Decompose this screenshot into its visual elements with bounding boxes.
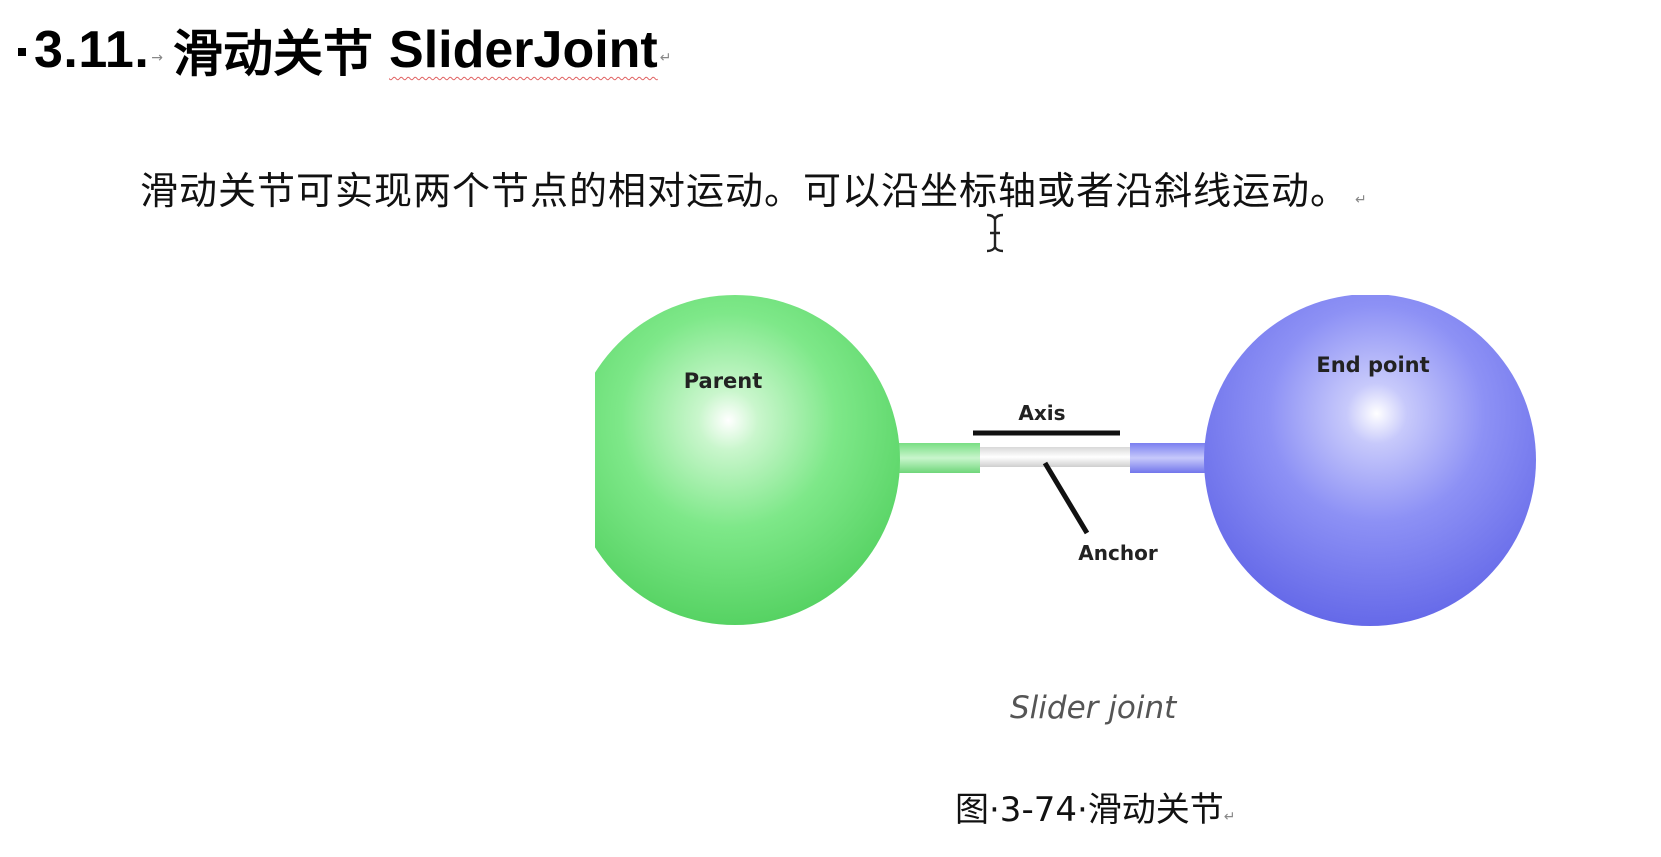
paragraph-mark: ↵ bbox=[1355, 192, 1368, 208]
section-title-english: SliderJoint bbox=[389, 21, 658, 79]
white-slider-rod bbox=[955, 447, 1135, 467]
axis-label: Axis bbox=[1018, 401, 1065, 425]
figure-caption-english: Slider joint bbox=[1010, 690, 1177, 726]
end-point-sphere bbox=[1204, 295, 1536, 626]
paragraph-mark: ↵ bbox=[1223, 809, 1236, 825]
anchor-label: Anchor bbox=[1078, 541, 1158, 565]
heading-bullet bbox=[18, 48, 26, 56]
text-cursor-icon bbox=[986, 213, 1004, 253]
body-paragraph[interactable]: 滑动关节可实现两个节点的相对运动。可以沿坐标轴或者沿斜线运动。 ↵ bbox=[140, 160, 1368, 215]
paragraph-text: 滑动关节可实现两个节点的相对运动。可以沿坐标轴或者沿斜线运动。 bbox=[140, 169, 1350, 213]
section-heading: 3.11. → 滑动关节 SliderJoint ↵ bbox=[18, 10, 681, 90]
figure-caption-text: 图·3-74·滑动关节 bbox=[955, 790, 1224, 830]
section-title-chinese: 滑动关节 bbox=[173, 25, 374, 83]
anchor-pointer-line bbox=[1042, 461, 1090, 535]
paragraph-mark: ↵ bbox=[659, 50, 672, 66]
parent-label: Parent bbox=[684, 369, 763, 393]
slider-joint-diagram: Parent End point Axis Anchor bbox=[595, 295, 1536, 626]
tab-mark: → bbox=[151, 50, 164, 66]
end-point-label: End point bbox=[1316, 353, 1429, 377]
section-number: 3.11. bbox=[34, 21, 150, 79]
parent-sphere bbox=[595, 295, 900, 625]
figure-caption: 图·3-74·滑动关节↵ bbox=[955, 782, 1236, 831]
